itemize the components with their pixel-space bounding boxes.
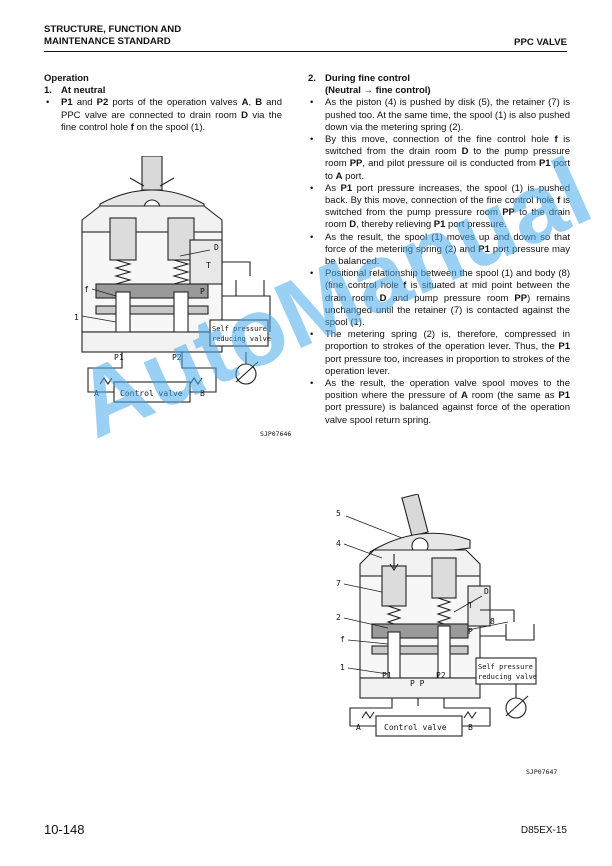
fig2-label-4: 4 — [336, 539, 341, 548]
fig2-self-pressure-line2: reducing valve — [478, 673, 537, 681]
fig1-self-pressure-line1: Self pressure — [212, 325, 267, 333]
fig1-label-t: T — [206, 261, 211, 270]
model-number: D85EX-15 — [520, 825, 567, 836]
section-2-title: During fine control — [325, 73, 410, 84]
fig1-self-pressure-line2: reducing valve — [212, 335, 271, 343]
operation-heading: Operation — [44, 73, 89, 84]
section-2-bullets: As the piston (4) is pushed by disk (5),… — [308, 97, 570, 426]
section-2-subtitle: (Neutral → fine control) — [325, 85, 431, 97]
section-1-bullets: P1 and P2 ports of the operation valves … — [44, 97, 282, 134]
fig2-label-pp: P P — [410, 679, 425, 688]
fig2-label-p: P — [468, 627, 473, 636]
header-line-1: STRUCTURE, FUNCTION AND — [44, 24, 182, 35]
fig2-self-pressure-line1: Self pressure — [478, 663, 533, 671]
fig2-label-8: 8 — [490, 617, 495, 626]
left-column: Operation 1. At neutral P1 and P2 ports … — [44, 73, 282, 134]
fig2-label-f: f — [340, 635, 345, 644]
fig1-label-p2: P2 — [172, 353, 182, 362]
section-2-bullet: The metering spring (2) is, therefore, c… — [308, 329, 570, 378]
fig1-label-a: A — [94, 389, 99, 398]
fig2-label-5: 5 — [336, 509, 341, 518]
header-rule — [44, 51, 567, 52]
fig1-code: SJP07646 — [260, 430, 291, 438]
section-1-bullet: P1 and P2 ports of the operation valves … — [44, 97, 282, 134]
ppc-valve-fine-control-diagram: 5 4 7 2 f 1 D T 8 P P1 P P P2 Self press… — [336, 494, 557, 776]
fig1-label-b: B — [200, 389, 205, 398]
section-1-heading: 1. At neutral — [44, 85, 282, 97]
section-2-bullet: As P1 port pressure increases, the spool… — [308, 183, 570, 232]
fig1-control-valve-label: Control valve — [120, 389, 183, 398]
fig1-label-1: 1 — [74, 313, 79, 322]
fig2-label-a: A — [356, 723, 361, 732]
fig1-label-p: P — [200, 287, 205, 296]
fig1-label-f: f — [84, 285, 89, 294]
fig1-label-p1: P1 — [114, 353, 124, 362]
section-2-bullet: Positional relationship between the spoo… — [308, 268, 570, 329]
fig2-label-b: B — [468, 723, 473, 732]
section-2-heading: 2. During fine control — [308, 73, 570, 85]
fig2-label-1: 1 — [340, 663, 345, 672]
fig2-label-2: 2 — [336, 613, 341, 622]
fig1-label-d: D — [214, 243, 219, 252]
header-section-title: STRUCTURE, FUNCTION AND MAINTENANCE STAN… — [44, 24, 181, 49]
section-1-number: 1. — [44, 85, 52, 97]
right-column: 2. During fine control (Neutral → fine c… — [308, 73, 570, 427]
fig2-label-7: 7 — [336, 579, 341, 588]
section-2-number: 2. — [308, 73, 316, 84]
fig2-label-t: T — [468, 601, 473, 610]
fig2-label-p1: P1 — [382, 671, 392, 680]
section-2-bullet: By this move, connection of the fine con… — [308, 134, 570, 183]
page-number: 10-148 — [44, 822, 85, 837]
fig2-label-p2: P2 — [436, 671, 446, 680]
header-topic: PPC VALVE — [514, 37, 567, 48]
section-2-bullet: As the piston (4) is pushed by disk (5),… — [308, 97, 570, 134]
section-2-bullet: As the result, the spool (1) moves up an… — [308, 232, 570, 269]
header-line-2: MAINTENANCE STANDARD — [44, 36, 171, 48]
fig2-code: SJP07647 — [526, 768, 557, 776]
ppc-valve-neutral-diagram: D T f P 1 P1 P2 Self pressure reducing v… — [74, 156, 291, 438]
section-2-bullet: As the result, the operation valve spool… — [308, 378, 570, 427]
fig2-control-valve-label: Control valve — [384, 723, 447, 732]
section-1-title: At neutral — [61, 85, 106, 97]
fig2-label-d: D — [484, 587, 489, 596]
